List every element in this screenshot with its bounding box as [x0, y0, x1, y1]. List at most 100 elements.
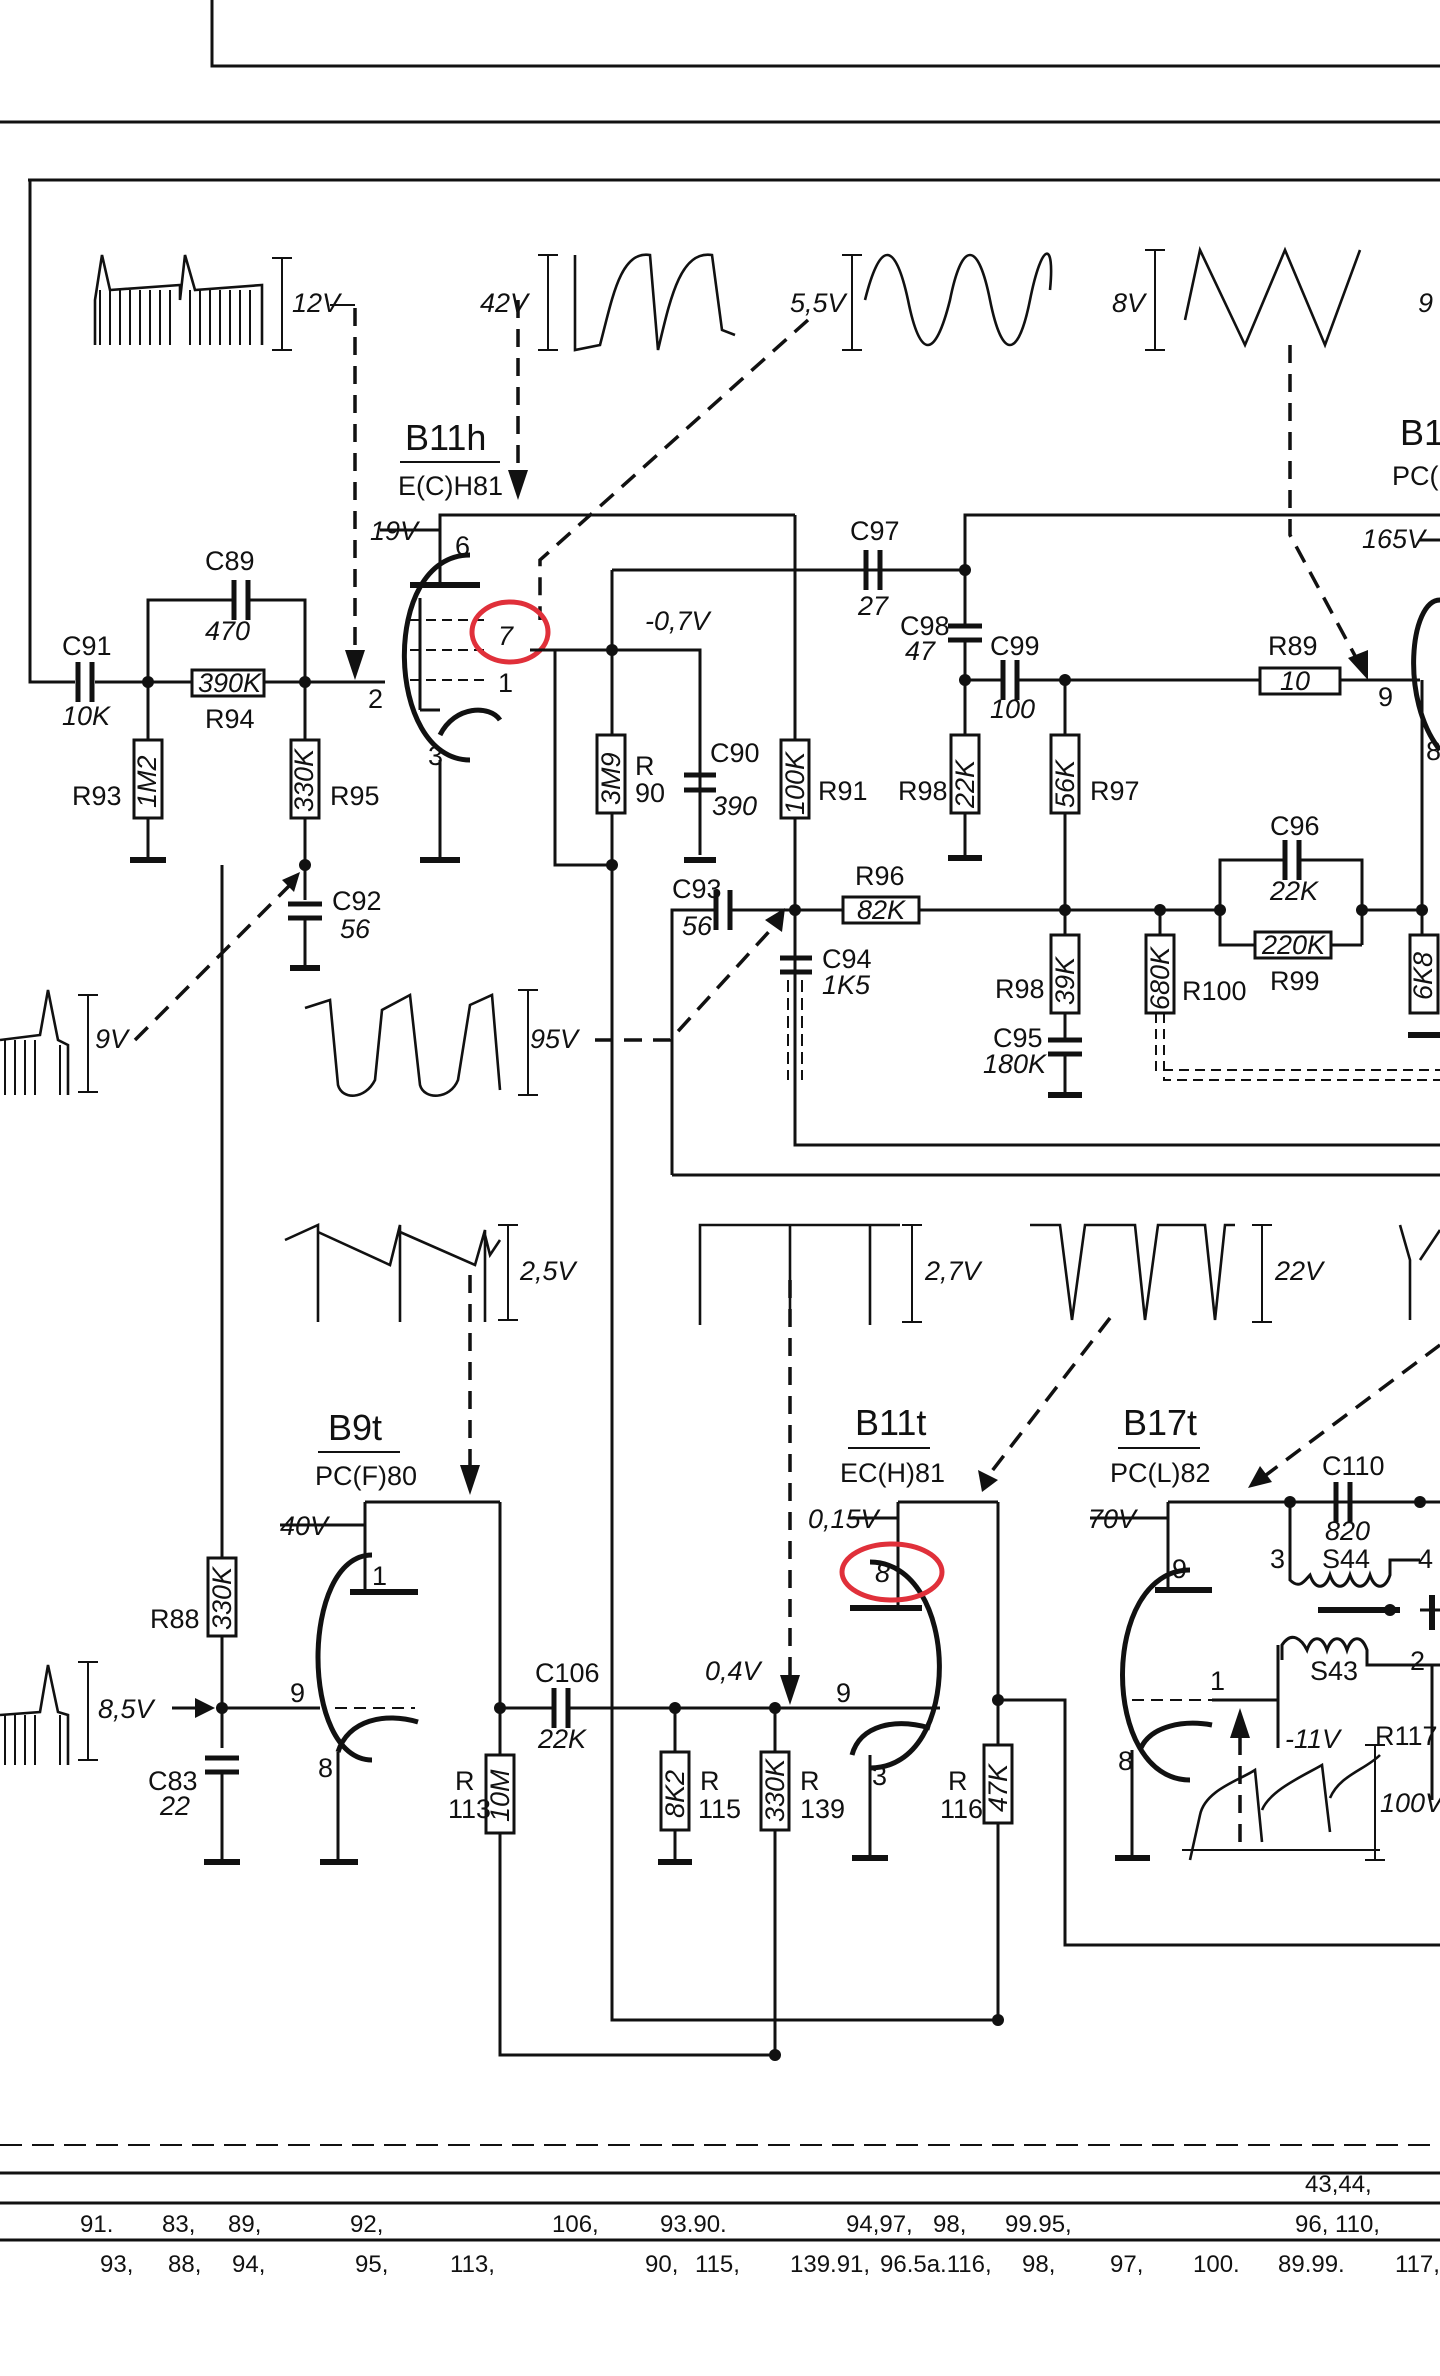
component-ref: 90 [635, 778, 665, 808]
voltage-label: 8V [1112, 288, 1148, 318]
frame [0, 0, 1440, 182]
component-value: 39K [1050, 956, 1080, 1005]
tube-type: PC(L)82 [1110, 1458, 1211, 1488]
voltage-label: 165V [1362, 524, 1428, 554]
pin-label: 3 [872, 1761, 887, 1791]
capacitor-c98: C98 47 [900, 570, 982, 735]
component-ref: R97 [1090, 776, 1140, 806]
pin-label: 6 [455, 531, 470, 561]
capacitor-c110: C110 820 [1288, 1451, 1420, 1550]
pin-label: 3 [1270, 1544, 1285, 1574]
component-ref: R [455, 1766, 475, 1796]
voltage-label: 9 [1418, 288, 1433, 318]
table-cell: 139.91, [790, 2251, 870, 2278]
component-ref: C89 [205, 546, 255, 576]
pin-label: 1 [498, 668, 513, 698]
table-cell: 89.99. [1278, 2251, 1345, 2278]
component-value: 100K [780, 751, 810, 815]
resistor-r97: 56K R97 [1049, 680, 1140, 935]
pin-label: 2 [368, 684, 383, 714]
table-cell: 117, [1395, 2251, 1440, 2278]
component-value: 470 [205, 616, 250, 646]
capacitor-c99: C99 100 [965, 631, 1260, 724]
table-cell: 97, [1110, 2251, 1143, 2278]
waveform-12v: 12V [93, 254, 355, 351]
resistor-r139: 330K R 139 0,4V [705, 1656, 845, 2055]
capacitor-c92: C92 56 [288, 886, 382, 971]
capacitor-c95: C95 180K [983, 1023, 1082, 1098]
component-value: 1M2 [132, 755, 162, 808]
component-value: 180K [983, 1049, 1047, 1079]
component-value: 47K [983, 1763, 1013, 1812]
component-value: 100 [990, 694, 1035, 724]
component-ref: R [700, 1766, 720, 1796]
pin-label: 4 [1418, 1544, 1433, 1574]
reference-table: 43,44, 91. 83, 89, 92, 106, 93.90. 94,97… [0, 2144, 1440, 2278]
resistor-r94: 390K R94 [190, 668, 266, 734]
waveform-22v: 22V [978, 1223, 1440, 1492]
voltage-label: 2,7V [924, 1256, 984, 1286]
tube-b11t: B11t EC(H)81 0,15V 9 3 8 [808, 1402, 998, 1861]
component-value: 390K [198, 668, 262, 698]
component-ref: C98 [900, 611, 950, 641]
component-value: 390 [712, 791, 757, 821]
marked-pin-label: 8 [875, 1558, 890, 1588]
voltage-label: -0,7V [645, 606, 713, 636]
component-value: 330K [207, 1566, 237, 1630]
component-ref: C110 [1322, 1451, 1385, 1481]
voltage-label: 0,15V [808, 1504, 882, 1534]
pin-label: 9 [1172, 1554, 1187, 1584]
table-cell: 94,97, [846, 2211, 913, 2238]
table-cell: 83, [162, 2211, 195, 2238]
component-ref: R96 [855, 861, 905, 891]
component-value: 10M [485, 1769, 515, 1822]
waveform-2v5: 2,5V [284, 1222, 579, 1495]
voltage-label: 40V [280, 1511, 331, 1541]
pin-label: 1 [372, 1561, 387, 1591]
table-cell: 95, [355, 2251, 388, 2278]
component-value: 56 [340, 914, 371, 944]
resistor-r91: 100K R91 [779, 515, 1440, 1147]
table-cell: 89, [228, 2211, 261, 2238]
component-value: 56 [682, 911, 713, 941]
coil-s43: S43 -11V R117 [1276, 1635, 1440, 1800]
tube-type: PC( [1392, 461, 1439, 491]
table-cell: 93.90. [660, 2211, 727, 2238]
junction-dots [142, 564, 1428, 2061]
table-cell: 96, 110, [1295, 2211, 1380, 2238]
component-ref: R89 [1268, 631, 1318, 661]
voltage-label: 95V [530, 1024, 581, 1054]
voltage-label: 2,5V [519, 1256, 579, 1286]
waveform-95v: 95V [304, 908, 785, 1097]
pin-label: 1 [1210, 1666, 1225, 1696]
component-ref: C83 [148, 1766, 198, 1796]
component-ref: C93 [672, 874, 722, 904]
component-ref: 139 [800, 1794, 845, 1824]
tube-name: B11t [855, 1402, 926, 1443]
component-value: 680K [1145, 946, 1175, 1010]
table-cell: 115, [695, 2251, 740, 2278]
capacitor-c91: C91 10K [62, 631, 112, 731]
component-value: 330K [289, 748, 319, 812]
resistor-r96: 82K R96 [841, 861, 1222, 925]
component-ref: C94 [822, 944, 872, 974]
component-ref: C106 [535, 1658, 600, 1688]
component-value: 6K8 [1408, 952, 1438, 1000]
tube-b11h: B11h E(C)H81 6 2 3 1 7 [368, 417, 551, 771]
component-ref: 115 [698, 1794, 741, 1824]
waveform-8v5: 8,5V [0, 1661, 157, 1765]
voltage-label: 12V [292, 288, 343, 318]
red-highlight-circle [839, 1541, 945, 1603]
tube-name: B1 [1400, 412, 1440, 453]
capacitor-c89: C89 470 [205, 546, 255, 646]
waveform-9v: 9V [0, 872, 300, 1095]
voltage-label: 19V [370, 516, 421, 546]
tube-type: PC(F)80 [315, 1461, 417, 1491]
red-highlight-circle [469, 599, 551, 665]
component-value: 82K [857, 895, 906, 925]
component-ref: R94 [205, 704, 255, 734]
waveform-42v: 42V [480, 253, 736, 352]
table-cell: 100. [1193, 2251, 1240, 2278]
component-ref: R91 [818, 776, 868, 806]
